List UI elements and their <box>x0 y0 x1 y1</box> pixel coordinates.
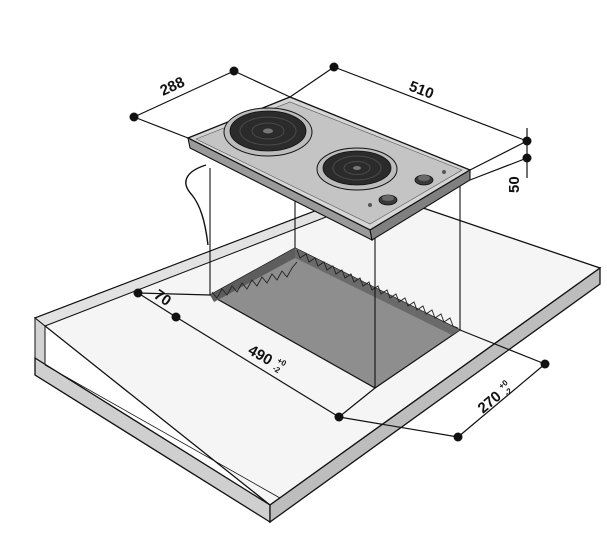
dimension-endpoint-dot-icon <box>523 154 532 163</box>
ext-line-top-left <box>234 71 290 97</box>
dimension-endpoint-dot-icon <box>454 433 463 442</box>
ext-line-510-right <box>470 141 527 170</box>
hotplate-small <box>317 148 397 190</box>
hotplate-large-center <box>263 129 273 134</box>
label-hob-height: 50 <box>506 176 523 193</box>
countertop-left-lip <box>35 318 45 365</box>
dimension-endpoint-dot-icon <box>523 137 532 146</box>
label-cutout-depth-value: 270 <box>475 388 505 417</box>
label-cutout-depth: 270 +0 -2 <box>474 378 516 417</box>
control-knob-left-icon <box>379 195 397 205</box>
dimension-endpoint-dot-icon <box>330 63 339 72</box>
hotplate-small-center <box>353 166 361 170</box>
control-knob-right-icon <box>415 175 433 185</box>
label-hob-width: 510 <box>407 78 436 103</box>
indicator-light-left <box>368 203 372 207</box>
ext-line-top-right <box>290 67 334 97</box>
ext-line-288-left <box>134 117 188 138</box>
dimension-endpoint-dot-icon <box>541 360 550 369</box>
label-hob-depth: 288 <box>158 74 188 100</box>
dimension-endpoint-dot-icon <box>134 289 143 298</box>
indicator-light-right <box>442 170 446 174</box>
power-cable <box>186 165 208 245</box>
dimension-endpoint-dot-icon <box>335 413 344 422</box>
dimension-endpoint-dot-icon <box>130 113 139 122</box>
dimension-endpoint-dot-icon <box>230 67 239 76</box>
hotplate-large <box>224 108 312 156</box>
dimension-endpoint-dot-icon <box>172 313 181 322</box>
dim-line-288 <box>134 71 234 117</box>
